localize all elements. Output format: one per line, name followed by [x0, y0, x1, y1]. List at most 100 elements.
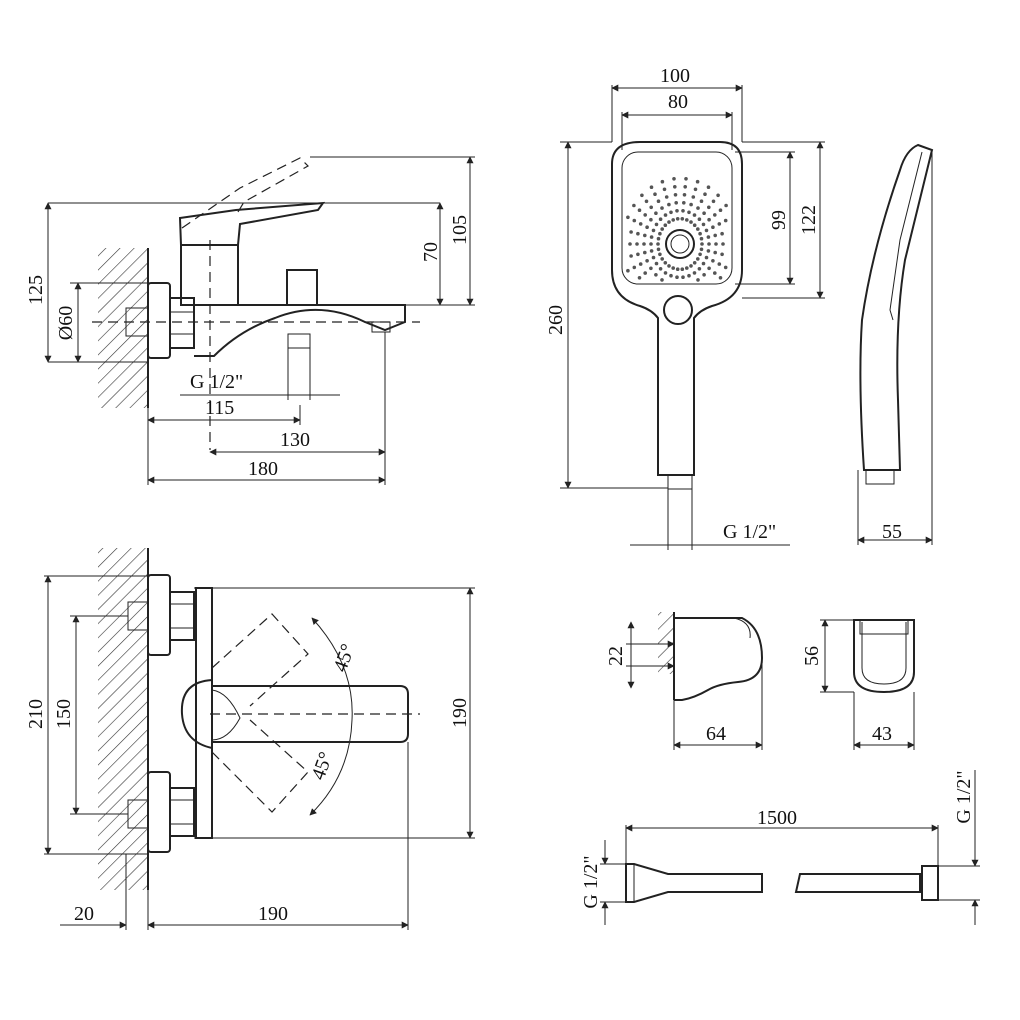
nozzle-dot [674, 201, 678, 205]
nozzle-dot [660, 278, 664, 282]
thread-label-hose-left: G 1/2" [580, 855, 602, 908]
nozzle-dot [675, 209, 679, 213]
nozzle-dot [685, 218, 689, 222]
dim-122: 122 [798, 205, 820, 235]
dim-60: Ø60 [55, 306, 77, 340]
nozzle-dot [692, 261, 697, 265]
nozzle-dot [649, 205, 653, 210]
nozzle-dot [669, 273, 673, 278]
dim-105: 105 [449, 215, 471, 245]
nozzle-dot [672, 177, 676, 181]
hand-shower-front-view [560, 84, 825, 550]
nozzle-dot [662, 187, 667, 192]
dim-43: 43 [872, 723, 892, 745]
nozzle-dot [696, 206, 700, 210]
nozzle-dot [629, 230, 633, 234]
dim-20: 20 [74, 903, 94, 925]
shower-hose [600, 770, 980, 925]
wall-holder-side-view [626, 612, 764, 750]
nozzle-dot [660, 206, 664, 210]
dim-190-bottom: 190 [258, 903, 288, 925]
dim-115: 115 [205, 397, 234, 419]
nozzle-dot [645, 225, 649, 229]
nozzle-dot [629, 254, 633, 258]
nozzle-dot [718, 276, 723, 280]
nozzle-dot [713, 271, 717, 275]
nozzle-dot [687, 273, 691, 278]
nozzle-dot [713, 233, 717, 238]
thread-label-handle: G 1/2" [723, 521, 776, 543]
nozzle-dot [702, 273, 706, 277]
nozzle-dot [645, 259, 649, 263]
nozzle-dot [638, 262, 643, 266]
nozzle-dot [696, 278, 700, 282]
nozzle-dot [717, 262, 722, 266]
nozzle-dot [699, 199, 704, 203]
nozzle-dot [671, 218, 675, 222]
nozzle-dot [656, 199, 661, 203]
thread-label-hose-right: G 1/2" [953, 770, 975, 823]
nozzle-dot [724, 203, 728, 208]
dim-80: 80 [668, 91, 688, 113]
nozzle-dot [693, 187, 698, 192]
nozzle-dot [658, 217, 663, 221]
nozzle-dot [667, 264, 671, 268]
nozzle-dot [663, 223, 668, 227]
nozzle-dot [698, 231, 702, 236]
nozzle-dot [651, 255, 656, 260]
nozzle-dot [687, 210, 691, 215]
nozzle-dot [713, 213, 717, 217]
nozzle-dot [669, 210, 673, 215]
nozzle-dot [720, 231, 724, 236]
nozzle-dot [649, 217, 653, 222]
nozzle-dot [704, 228, 709, 233]
nozzle-dot [637, 208, 642, 212]
nozzle-dot [711, 259, 715, 263]
nozzle-dot [691, 195, 696, 199]
nozzle-dot [681, 209, 685, 213]
nozzle-dot [626, 215, 630, 220]
nozzle-dot [697, 217, 702, 221]
dim-99: 99 [768, 210, 790, 230]
nozzle-dot [711, 225, 715, 229]
nozzle-dot [644, 199, 649, 204]
nozzle-dot [692, 213, 697, 217]
nozzle-dot [628, 242, 632, 246]
dim-100: 100 [660, 65, 690, 87]
nozzle-dot [700, 242, 704, 246]
mixer-top-view [44, 548, 475, 930]
nozzle-dot [684, 177, 688, 181]
nozzle-dot [681, 275, 685, 280]
dim-125: 125 [25, 275, 47, 305]
nozzle-dot [689, 220, 693, 224]
nozzle-dot [649, 266, 653, 271]
nozzle-dot [642, 242, 646, 246]
nozzle-dot [636, 252, 640, 257]
nozzle-dot [656, 236, 661, 241]
dim-130: 130 [280, 429, 310, 451]
nozzle-dot [696, 257, 700, 261]
nozzle-dot [654, 261, 659, 266]
nozzle-dot [649, 235, 654, 239]
nozzle-dot [667, 220, 671, 224]
nozzle-dot [656, 242, 660, 246]
nozzle-dot [654, 273, 658, 277]
nozzle-dot [717, 222, 722, 226]
nozzle-dot [626, 268, 630, 273]
nozzle-dot [658, 231, 662, 236]
nozzle-dot [660, 227, 664, 231]
nozzle-dot [664, 195, 669, 199]
dim-64: 64 [706, 723, 726, 745]
nozzle-dot [698, 252, 702, 257]
nozzle-dot [675, 275, 679, 280]
nozzle-dot [680, 267, 685, 272]
nozzle-dot [660, 179, 665, 184]
nozzle-dot [654, 222, 659, 227]
nozzle-dot [699, 236, 704, 241]
nozzle-dot [723, 265, 728, 270]
nozzle-dot [649, 185, 654, 189]
nozzle-dot [701, 222, 706, 227]
nozzle-dot [663, 213, 668, 217]
nozzle-dot [658, 252, 662, 257]
